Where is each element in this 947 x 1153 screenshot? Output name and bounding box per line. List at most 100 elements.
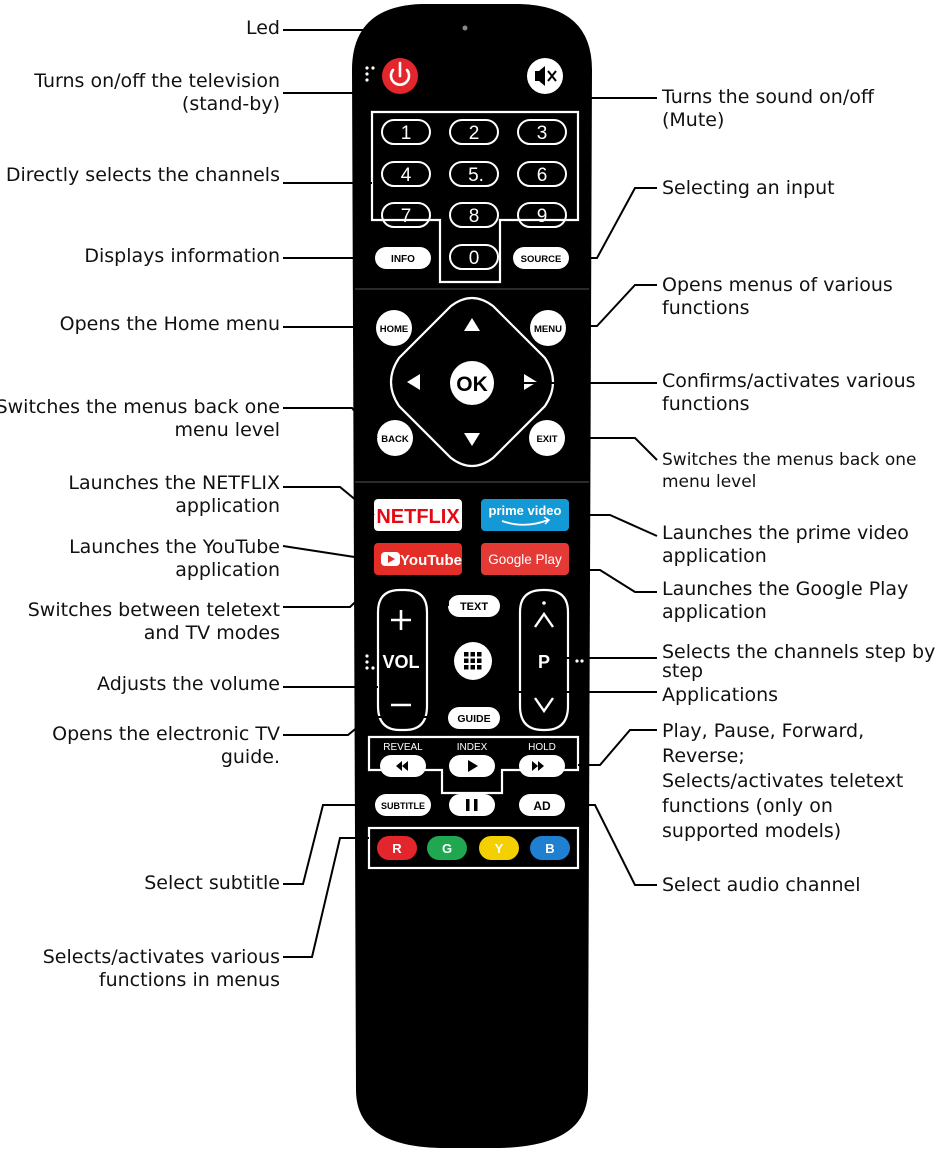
digit-7: 7	[401, 206, 412, 227]
digit-4: 4	[401, 165, 412, 186]
youtube-button[interactable]: YouTube	[374, 543, 462, 575]
svg-text:OK: OK	[456, 373, 488, 396]
svg-text:SUBTITLE: SUBTITLE	[381, 801, 425, 811]
svg-text:Google Play: Google Play	[488, 552, 562, 567]
program-rocker	[518, 588, 570, 732]
red-key[interactable]: R	[377, 836, 417, 860]
svg-text:MENU: MENU	[534, 324, 562, 335]
prime-video-button[interactable]: prime video	[481, 499, 569, 531]
p-dot-icon	[542, 601, 546, 605]
label-led: Led	[245, 17, 280, 39]
back-button[interactable]: BACK	[377, 420, 413, 456]
volume-rocker	[376, 588, 429, 732]
svg-text:Y: Y	[495, 841, 504, 856]
svg-text:GUIDE: GUIDE	[457, 713, 490, 725]
label-mute: Turns the sound on/off(Mute)	[662, 86, 874, 131]
digit-frame	[370, 110, 580, 284]
label-digits: Directly selects the channels	[5, 164, 280, 186]
apps-button[interactable]	[454, 642, 492, 680]
dpad-ring	[389, 296, 555, 468]
vol-dots-icon	[365, 654, 375, 670]
svg-text:BACK: BACK	[381, 434, 409, 445]
svg-text:prime video: prime video	[489, 503, 562, 518]
color-keys-frame	[367, 826, 580, 870]
info-button[interactable]: INFO	[375, 247, 431, 269]
p-label: P	[538, 652, 550, 672]
dpad-up-icon	[464, 318, 480, 331]
svg-text:G: G	[442, 841, 452, 856]
svg-text:TEXT: TEXT	[460, 601, 488, 613]
svg-text:SOURCE: SOURCE	[521, 254, 562, 265]
forward-button[interactable]	[519, 755, 565, 777]
svg-text:AD: AD	[533, 799, 551, 813]
yellow-key[interactable]: Y	[479, 836, 519, 860]
pause-button[interactable]	[449, 794, 495, 816]
ok-button[interactable]: OK	[450, 361, 494, 405]
vol-label: VOL	[382, 652, 419, 672]
power-dots-icon	[365, 66, 375, 82]
menu-button[interactable]: MENU	[530, 310, 566, 346]
reveal-label: REVEAL	[383, 742, 423, 753]
label-home: Opens the Home menu	[59, 313, 280, 335]
digit-8: 8	[469, 206, 480, 227]
digit-keys: 1 2 3 4 5. 6 7 8 9 0	[381, 119, 567, 270]
svg-text:B: B	[545, 841, 554, 856]
subtitle-button[interactable]: SUBTITLE	[375, 794, 431, 816]
exit-button[interactable]: EXIT	[529, 420, 565, 456]
guide-button[interactable]: GUIDE	[448, 707, 500, 729]
label-info: Displays information	[84, 245, 280, 267]
netflix-button[interactable]: NETFLIX	[374, 499, 462, 531]
digit-0: 0	[469, 248, 480, 269]
p-down-icon	[534, 697, 554, 714]
svg-text:YouTube: YouTube	[400, 552, 462, 569]
index-label: INDEX	[457, 742, 488, 753]
label-source: Selecting an input	[662, 177, 835, 199]
dpad-down-icon	[464, 433, 480, 446]
digit-1: 1	[401, 123, 412, 144]
digit-5: 5.	[468, 165, 484, 186]
green-key[interactable]: G	[427, 836, 467, 860]
digit-3: 3	[537, 123, 548, 144]
google-play-button[interactable]: Google Play	[481, 543, 569, 575]
dpad-left-icon	[407, 374, 420, 390]
svg-text:R: R	[392, 841, 402, 856]
label-playback: Play, Pause, Forward,Reverse;Selects/act…	[662, 720, 904, 842]
digit-2: 2	[469, 123, 480, 144]
source-button[interactable]: SOURCE	[513, 247, 569, 269]
label-volume: Adjusts the volume	[97, 673, 280, 695]
leader-lines	[282, 29, 658, 958]
p-dots-icon	[575, 659, 584, 663]
hold-label: HOLD	[528, 742, 556, 753]
p-up-icon	[534, 611, 554, 628]
text-button[interactable]: TEXT	[448, 595, 500, 617]
led-indicator	[462, 25, 468, 31]
digit-9: 9	[537, 206, 548, 227]
label-power: Turns on/off the television(stand-by)	[34, 70, 280, 115]
rewind-button[interactable]	[380, 755, 426, 777]
svg-text:HOME: HOME	[380, 324, 409, 335]
home-button[interactable]: HOME	[376, 310, 412, 346]
svg-text:EXIT: EXIT	[536, 434, 557, 445]
blue-key[interactable]: B	[530, 836, 570, 860]
svg-text:NETFLIX: NETFLIX	[376, 506, 460, 528]
play-button[interactable]	[449, 755, 495, 777]
mute-button[interactable]	[527, 58, 563, 94]
ad-button[interactable]: AD	[519, 794, 565, 816]
label-audio: Select audio channel	[662, 874, 861, 896]
power-button[interactable]	[382, 58, 418, 94]
label-subtitle: Select subtitle	[144, 872, 280, 894]
